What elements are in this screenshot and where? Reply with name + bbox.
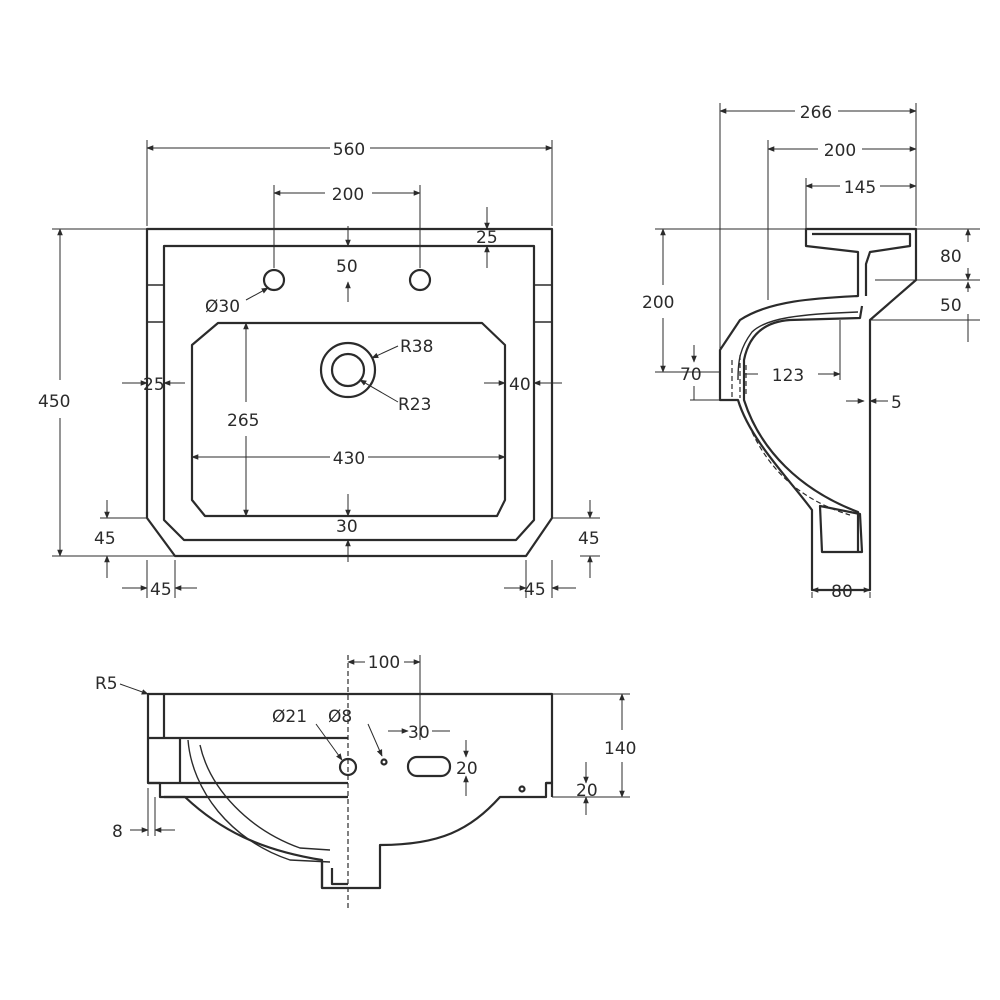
dim-chamfer-left-v: 45: [94, 529, 116, 549]
side-hidden-line: [731, 355, 747, 398]
overflow-slot: [406, 755, 452, 778]
dim-side-145: 145: [844, 178, 876, 198]
dim-side-height-50: 50: [940, 296, 962, 316]
basin-inner-rim: [162, 244, 536, 542]
waste-outer-circle: [319, 341, 377, 399]
tap-hole-right: [408, 268, 432, 292]
plan-view: 560 200 25 50 Ø30 R38 R23 450 25: [38, 140, 600, 600]
dim-width: 560: [333, 140, 365, 160]
dim-rim-8: 8: [112, 822, 123, 842]
leader-line: [359, 379, 399, 403]
fixing-hole: [518, 785, 526, 793]
dim-overflow-offset: 100: [368, 653, 400, 673]
dim-chamfer-right-h: 45: [524, 580, 546, 600]
dim-side-123: 123: [772, 366, 804, 386]
side-section-view: 266 200 145 80 50 200 70: [642, 103, 980, 602]
dim-side-200: 200: [824, 141, 856, 161]
front-bowl-curve: [187, 739, 331, 863]
leader-line: [315, 723, 343, 761]
dim-top-offset: 25: [476, 228, 498, 248]
dim-front-height: 140: [604, 739, 636, 759]
dim-side-70: 70: [680, 365, 702, 385]
dim-side-5: 5: [891, 393, 902, 413]
waste-inner-circle: [330, 352, 366, 388]
basin-bowl: [190, 321, 507, 518]
leader-line: [371, 345, 399, 359]
dim-chamfer-right-v: 45: [578, 529, 600, 549]
waste-hole: [338, 757, 358, 777]
leader-line: [119, 683, 149, 695]
dim-bowl-depth: 265: [227, 411, 259, 431]
dim-rim-right: 40: [509, 375, 531, 395]
dim-depth: 450: [38, 392, 70, 412]
dim-tap-hole-dia: Ø30: [205, 297, 240, 317]
dim-side-height-200: 200: [642, 293, 674, 313]
leader-line: [245, 287, 269, 301]
side-outer-profile: [718, 227, 918, 592]
front-elevation-view: R5 100 Ø21 Ø8 30 20 140 20 8: [95, 653, 636, 910]
leader-line: [367, 723, 383, 757]
dim-rim-left: 25: [143, 375, 165, 395]
side-bowl-inner-2: [737, 311, 859, 381]
dim-corner-radius: R5: [95, 674, 118, 694]
tap-hole-left: [262, 268, 286, 292]
dim-front-rim: 30: [336, 517, 358, 537]
dim-waste-dia: Ø21: [272, 707, 307, 727]
dim-overall-depth: 266: [800, 103, 832, 123]
dim-notch: 20: [576, 781, 598, 801]
dim-waste-r38: R38: [400, 337, 433, 357]
right-notch: [546, 781, 554, 797]
dim-slot-height: 20: [456, 759, 478, 779]
dim-bowl-width: 430: [333, 449, 365, 469]
dim-chamfer-left-h: 45: [150, 580, 172, 600]
dim-tap-hole-drop: 50: [336, 257, 358, 277]
dim-side-foot: 80: [831, 582, 853, 602]
dim-waste-r23: R23: [398, 395, 431, 415]
dim-overflow-dia: Ø8: [328, 707, 352, 727]
dim-slot-width: 30: [408, 723, 430, 743]
side-hidden-line: [751, 431, 851, 516]
overflow-hole: [380, 758, 388, 766]
waste-outlet: [320, 862, 348, 888]
dim-side-height-80: 80: [940, 247, 962, 267]
front-bowl-curve-2: [199, 744, 331, 851]
side-bowl-inner: [742, 305, 864, 552]
basin-outline: [145, 227, 554, 558]
side-foot-section: [818, 504, 864, 554]
side-rim-section: [812, 232, 912, 296]
dim-tap-spacing: 200: [332, 185, 364, 205]
